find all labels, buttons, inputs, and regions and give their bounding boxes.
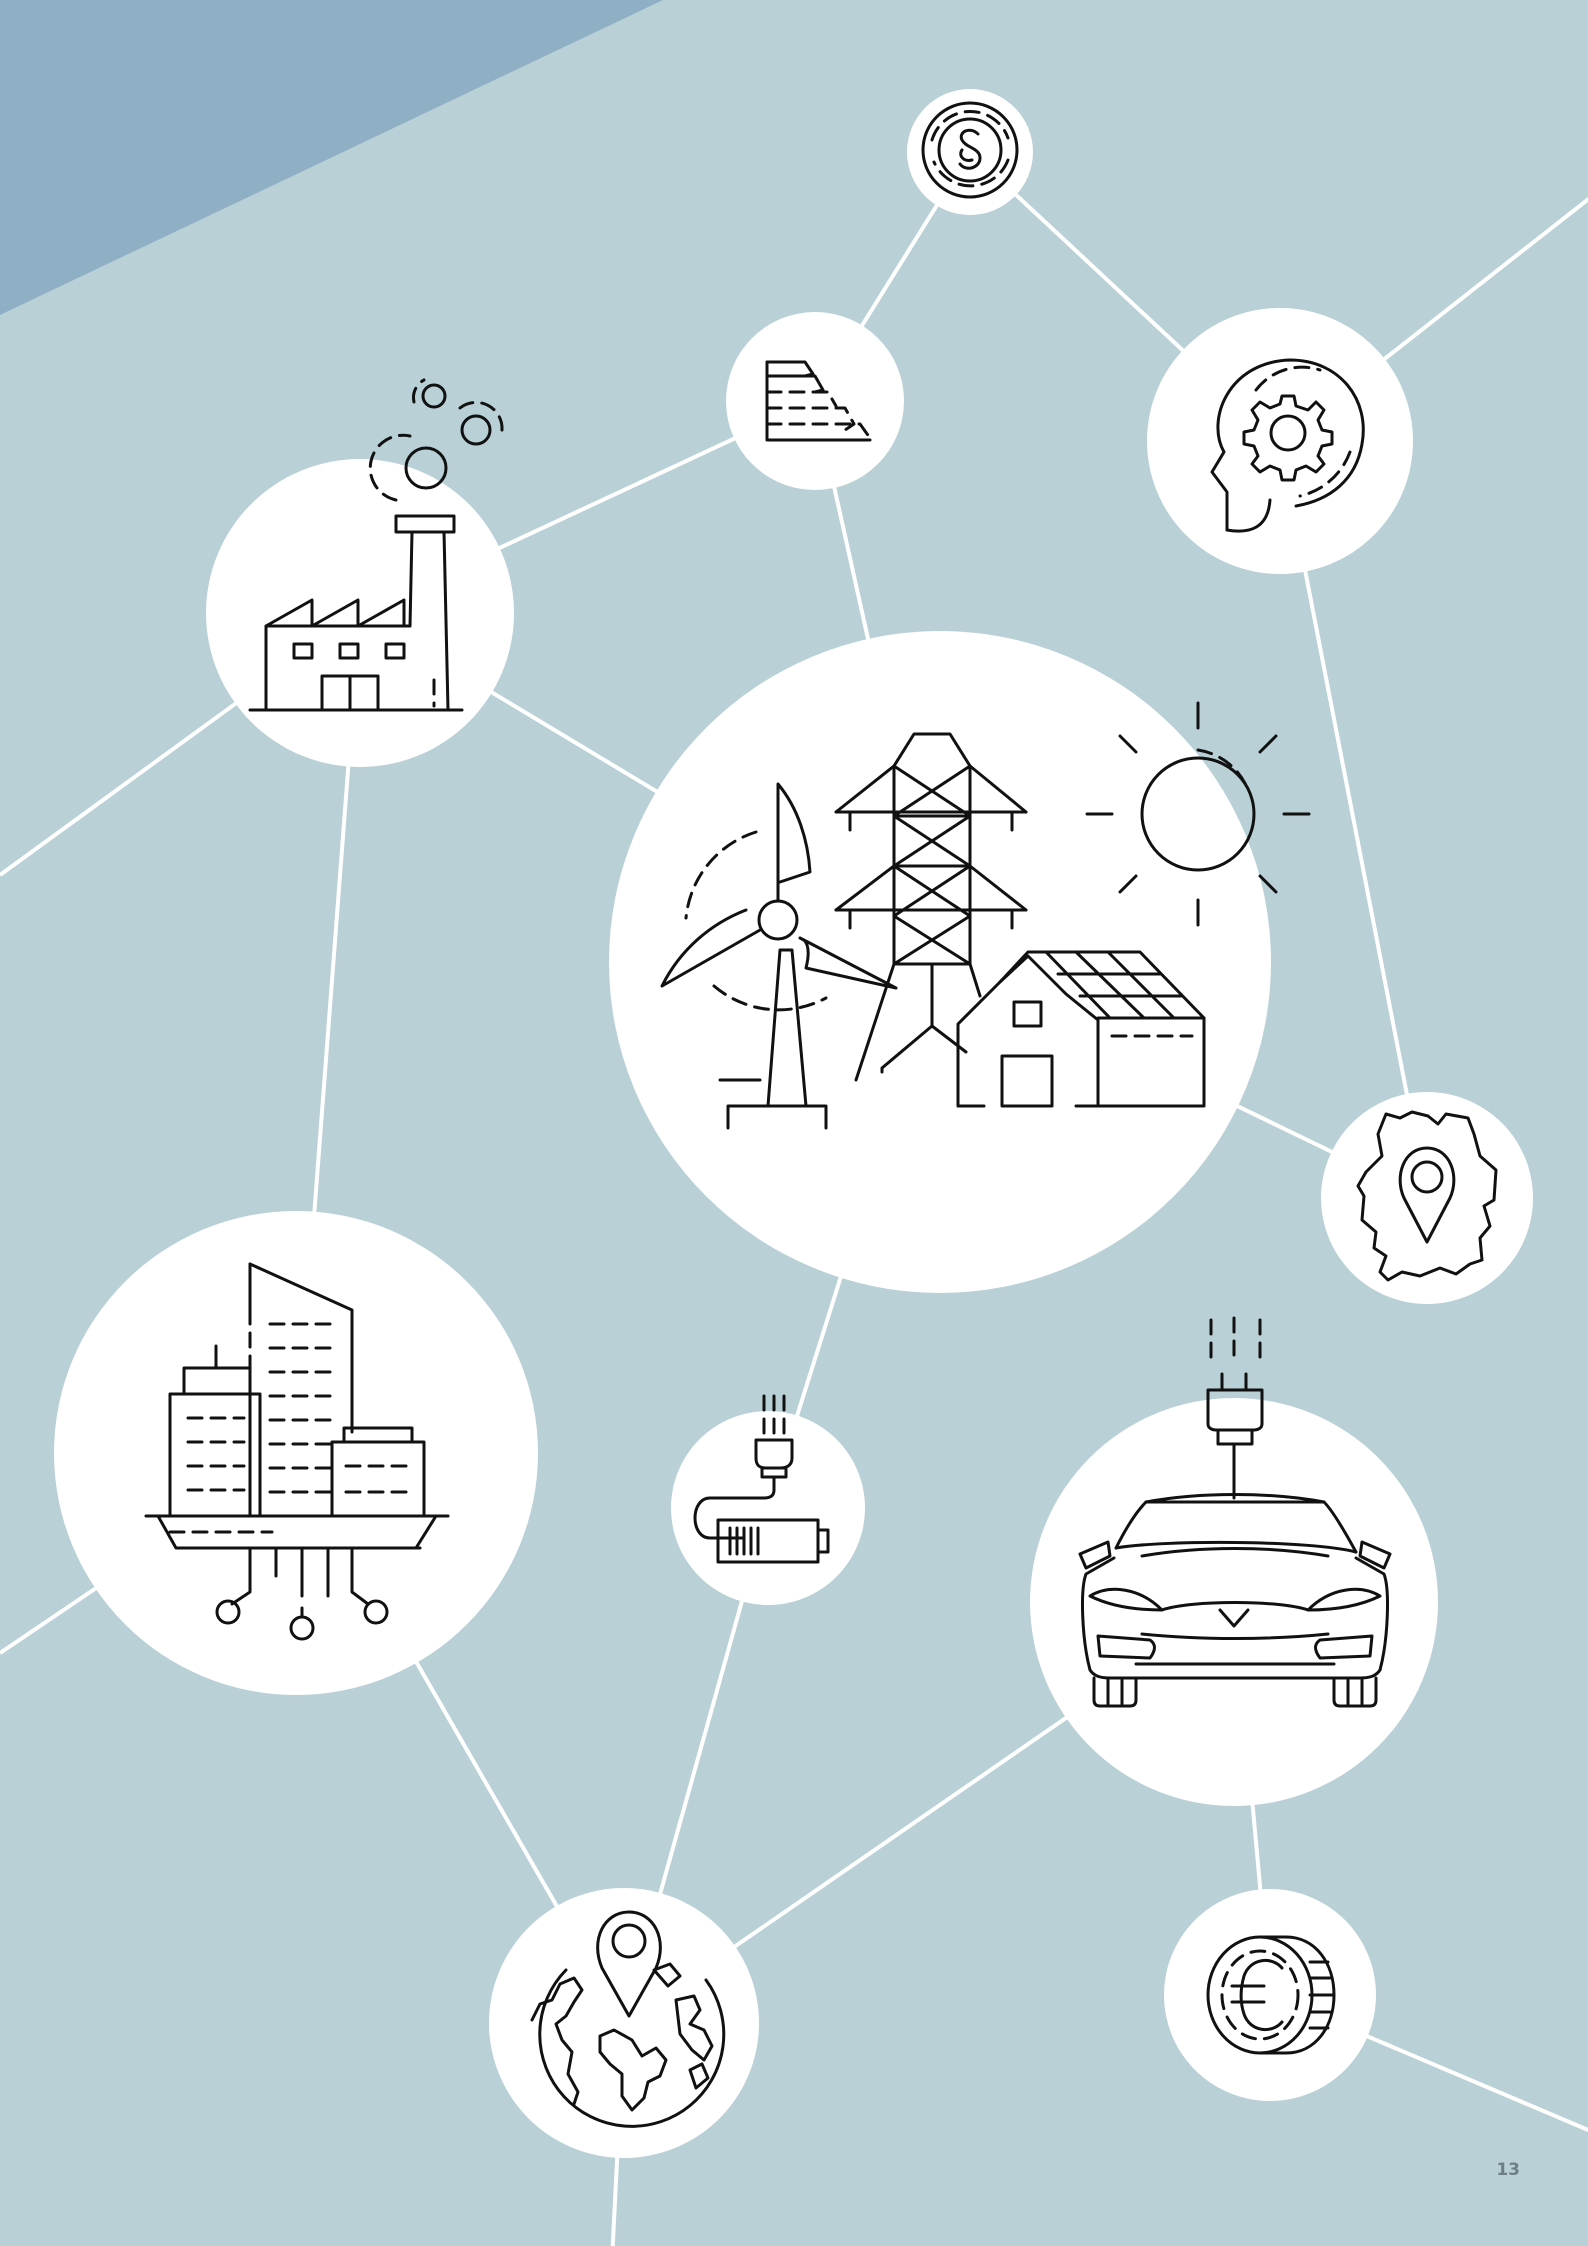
energy-efficiency-scale-icon bbox=[765, 360, 872, 442]
page-number: 13 bbox=[1496, 2160, 1520, 2180]
germany-map-pin-icon bbox=[1356, 1110, 1498, 1282]
node-energy bbox=[609, 631, 1271, 1293]
node-efficiency bbox=[726, 312, 904, 490]
electric-car-icon bbox=[1078, 1316, 1392, 1708]
node-city bbox=[54, 1211, 538, 1695]
node-ideas bbox=[1147, 308, 1413, 574]
globe-pin-icon bbox=[530, 1910, 726, 2128]
node-industry bbox=[206, 459, 514, 767]
law-paragraph-icon bbox=[921, 101, 1019, 199]
node-circles bbox=[54, 89, 1533, 2158]
node-finance bbox=[1164, 1889, 1376, 2101]
battery-plug-icon bbox=[693, 1394, 830, 1564]
factory-icon bbox=[248, 378, 504, 712]
euro-coin-icon bbox=[1206, 1935, 1336, 2055]
node-global bbox=[489, 1888, 759, 2158]
renewable-energy-icon bbox=[660, 701, 1311, 1130]
head-gear-icon bbox=[1210, 358, 1365, 533]
smart-city-icon bbox=[144, 1262, 450, 1641]
corner-triangle bbox=[0, 0, 663, 315]
